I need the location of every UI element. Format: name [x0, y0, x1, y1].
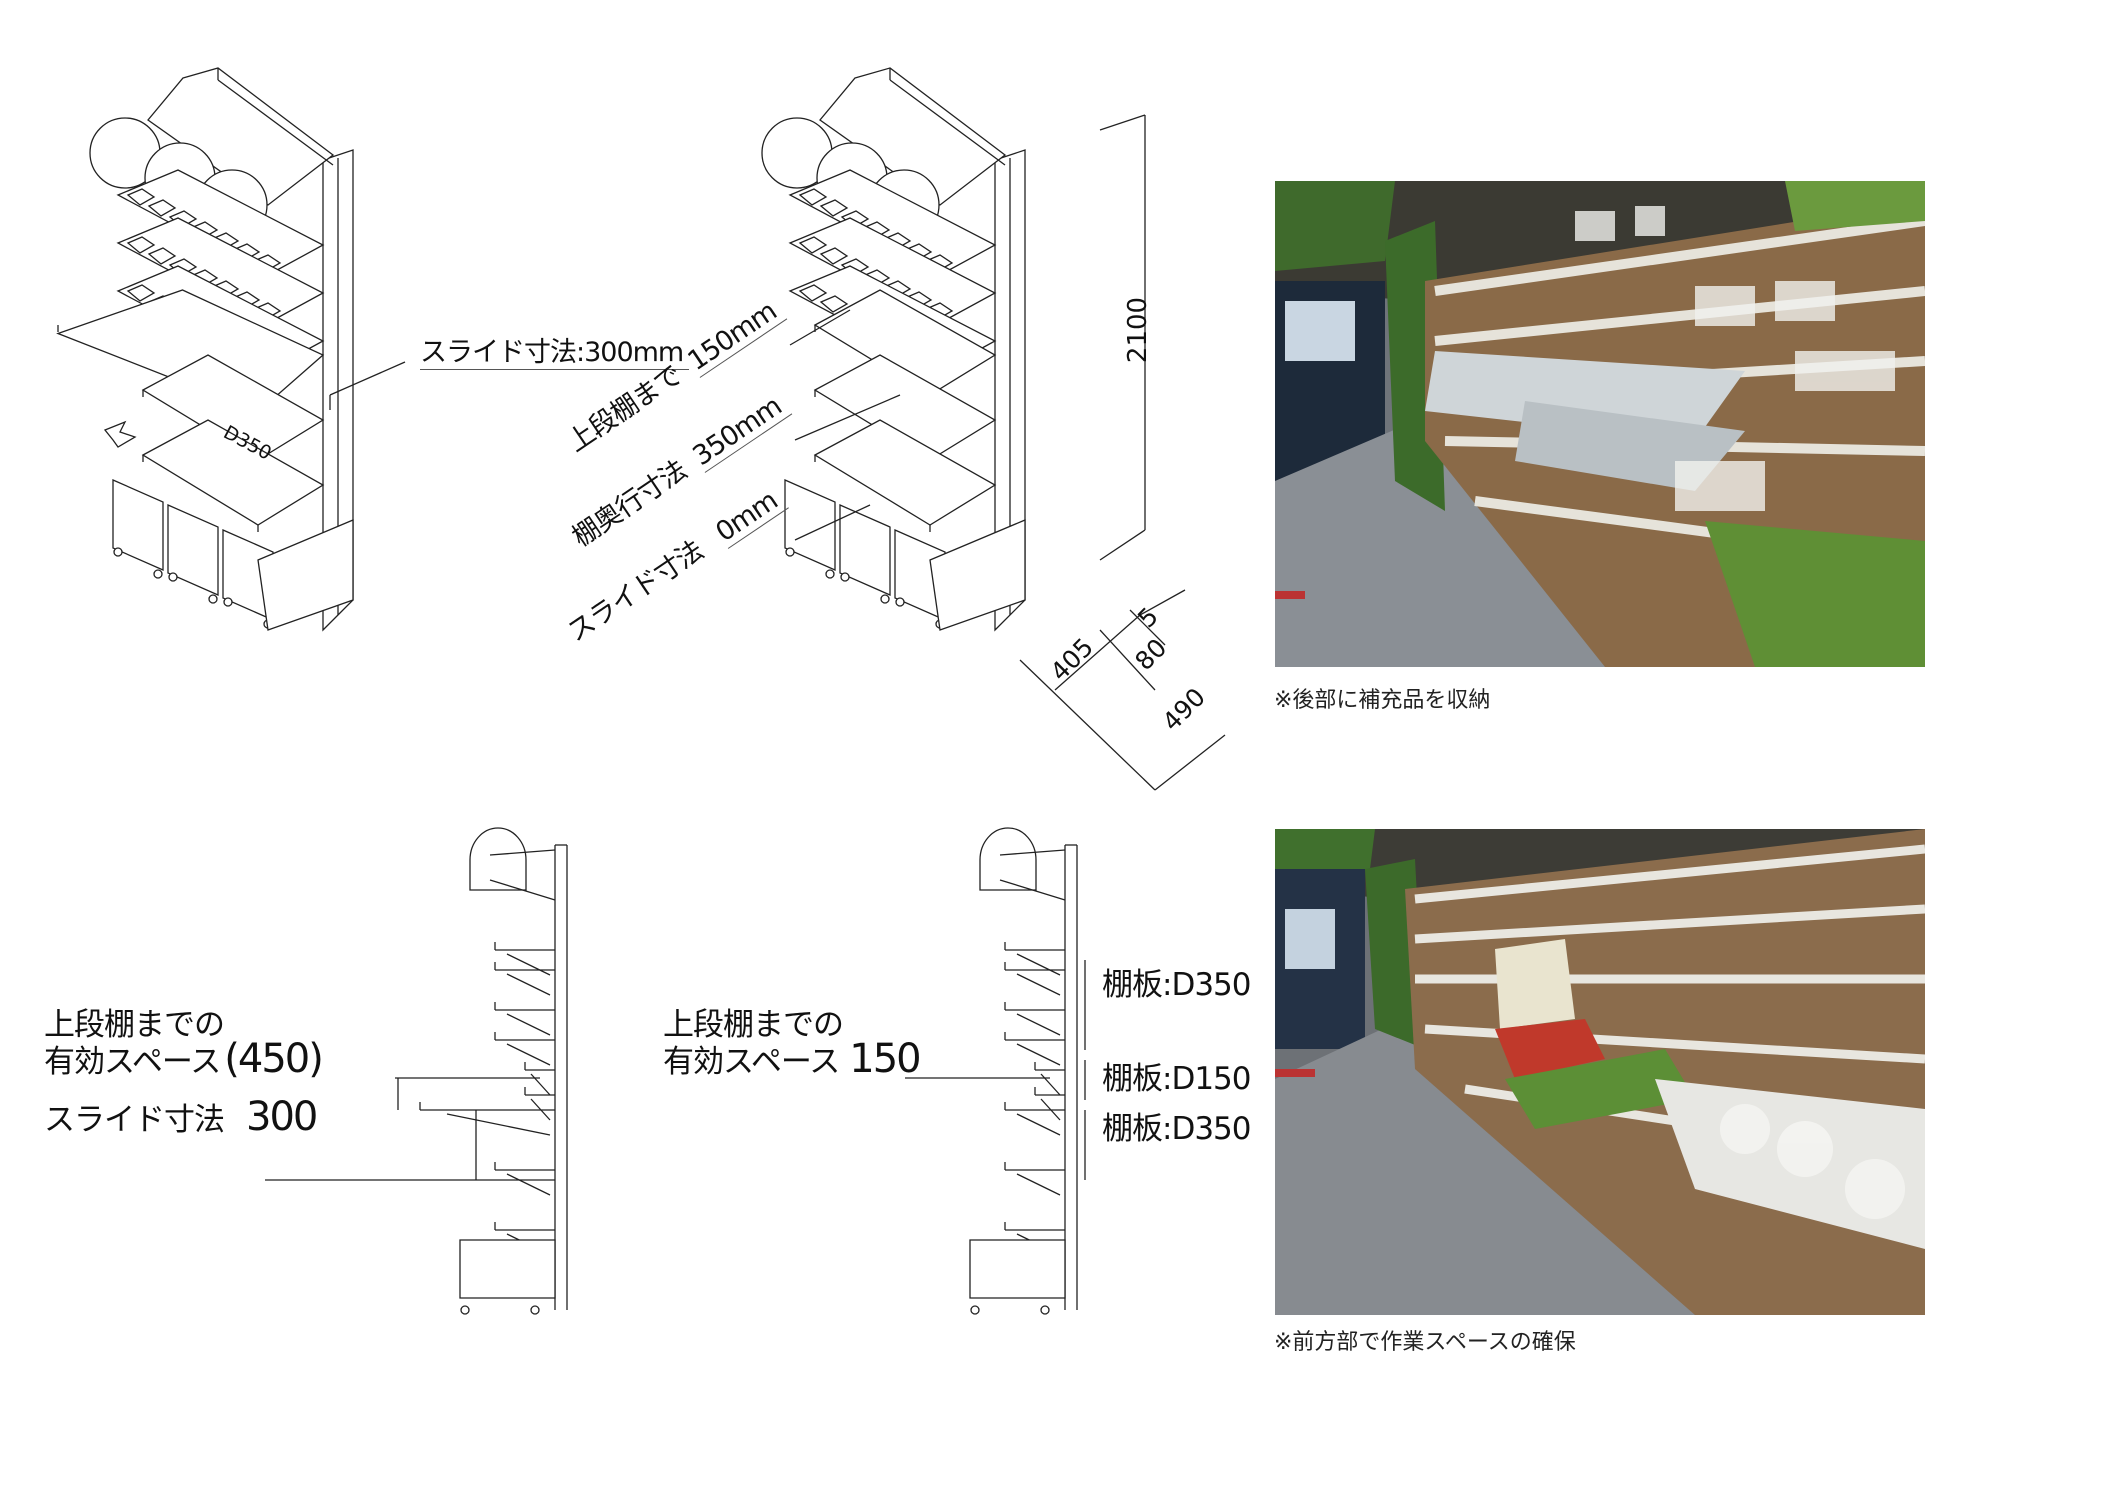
caster [785, 547, 795, 557]
bin [126, 284, 156, 302]
line [999, 879, 1066, 901]
bin [126, 236, 156, 254]
leader [329, 361, 406, 396]
effective-space-line1-right: 上段棚までの [663, 1007, 844, 1043]
dim [1019, 659, 1156, 791]
top-hood [819, 67, 1007, 206]
storage-bin [784, 479, 836, 571]
bin [819, 199, 849, 217]
leader [794, 504, 871, 541]
bracket [506, 953, 551, 976]
effective-space-line2: 有効スペース [44, 1044, 221, 1080]
bracket [1016, 1173, 1061, 1196]
store-photo-front-workspace [1275, 829, 1925, 1315]
caster [223, 597, 233, 607]
slide-dimension-label: スライド寸法:300mm [420, 330, 690, 370]
bin [798, 236, 828, 254]
dim [1129, 609, 1166, 646]
caster [970, 1305, 980, 1315]
bracket [1016, 953, 1061, 976]
caster [895, 597, 905, 607]
photo-caption-front: ※前方部で作業スペースの確保 [1274, 1330, 1576, 1355]
bin [126, 188, 156, 206]
bracket [506, 1043, 551, 1066]
storage-bin [167, 504, 219, 596]
bin [147, 199, 177, 217]
leader [789, 309, 851, 346]
bin [147, 247, 177, 265]
caster [1040, 1305, 1050, 1315]
bin [819, 295, 849, 313]
bottom-bin [459, 1239, 556, 1299]
bin [819, 247, 849, 265]
effective-space-value: (450) [224, 1036, 324, 1082]
slide-dimension-label-elev: スライド寸法 300 [44, 1097, 318, 1138]
bracket [506, 1173, 551, 1196]
slide-text-elev: スライド寸法 [44, 1102, 225, 1138]
bracket [1040, 1073, 1061, 1096]
line [489, 879, 556, 901]
dim [1099, 629, 1156, 691]
sign-dome [979, 827, 1037, 891]
dim [1139, 589, 1186, 616]
dim [1054, 614, 1141, 691]
base-plinth [929, 519, 1026, 631]
bracket [506, 1013, 551, 1036]
caster [168, 572, 178, 582]
caster [530, 1305, 540, 1315]
caster [208, 594, 218, 604]
bracket [530, 1073, 551, 1096]
caster [113, 547, 123, 557]
line [889, 79, 1006, 166]
bottom-bin [969, 1239, 1066, 1299]
caster [460, 1305, 470, 1315]
effective-space-line1: 上段棚までの [44, 1007, 225, 1043]
base-plinth [257, 519, 354, 631]
shelf-board-d150: 棚板:D150 [1102, 1061, 1251, 1097]
bracket [1016, 1013, 1061, 1036]
slide-arrow-icon [103, 420, 137, 448]
bracket [1016, 1113, 1061, 1136]
storage-bin [839, 504, 891, 596]
dim [1099, 114, 1146, 131]
dim [1154, 734, 1226, 791]
caster [153, 569, 163, 579]
sign-dome [469, 827, 527, 891]
bracket [1016, 973, 1061, 996]
effective-space-label-left: 上段棚までの 有効スペース(450) [44, 1007, 324, 1082]
height-dimension: 2100 [1123, 296, 1154, 364]
bracket [1016, 1043, 1061, 1066]
slide-value-elev: 300 [246, 1094, 318, 1140]
shelf-board-d350-top: 棚板:D350 [1102, 967, 1251, 1003]
line [489, 849, 556, 856]
bracket [446, 1113, 551, 1136]
effective-space-line2-right: 有効スペース [663, 1044, 840, 1080]
storage-bin [112, 479, 164, 571]
shelf-board [813, 419, 997, 526]
line [217, 79, 334, 166]
dim [1099, 529, 1146, 561]
bin [798, 188, 828, 206]
effective-space-value-right: 150 [849, 1036, 921, 1082]
top-hood [147, 67, 335, 206]
bracket [506, 973, 551, 996]
bin [798, 284, 828, 302]
store-photo-rear-storage [1275, 181, 1925, 667]
leader [794, 394, 901, 441]
caster [880, 594, 890, 604]
line [999, 849, 1066, 856]
caster [825, 569, 835, 579]
shelf-board [141, 419, 325, 526]
shelf-board-d350-bottom: 棚板:D350 [1102, 1111, 1251, 1147]
caster [840, 572, 850, 582]
photo-caption-rear: ※後部に補充品を収納 [1274, 688, 1491, 713]
